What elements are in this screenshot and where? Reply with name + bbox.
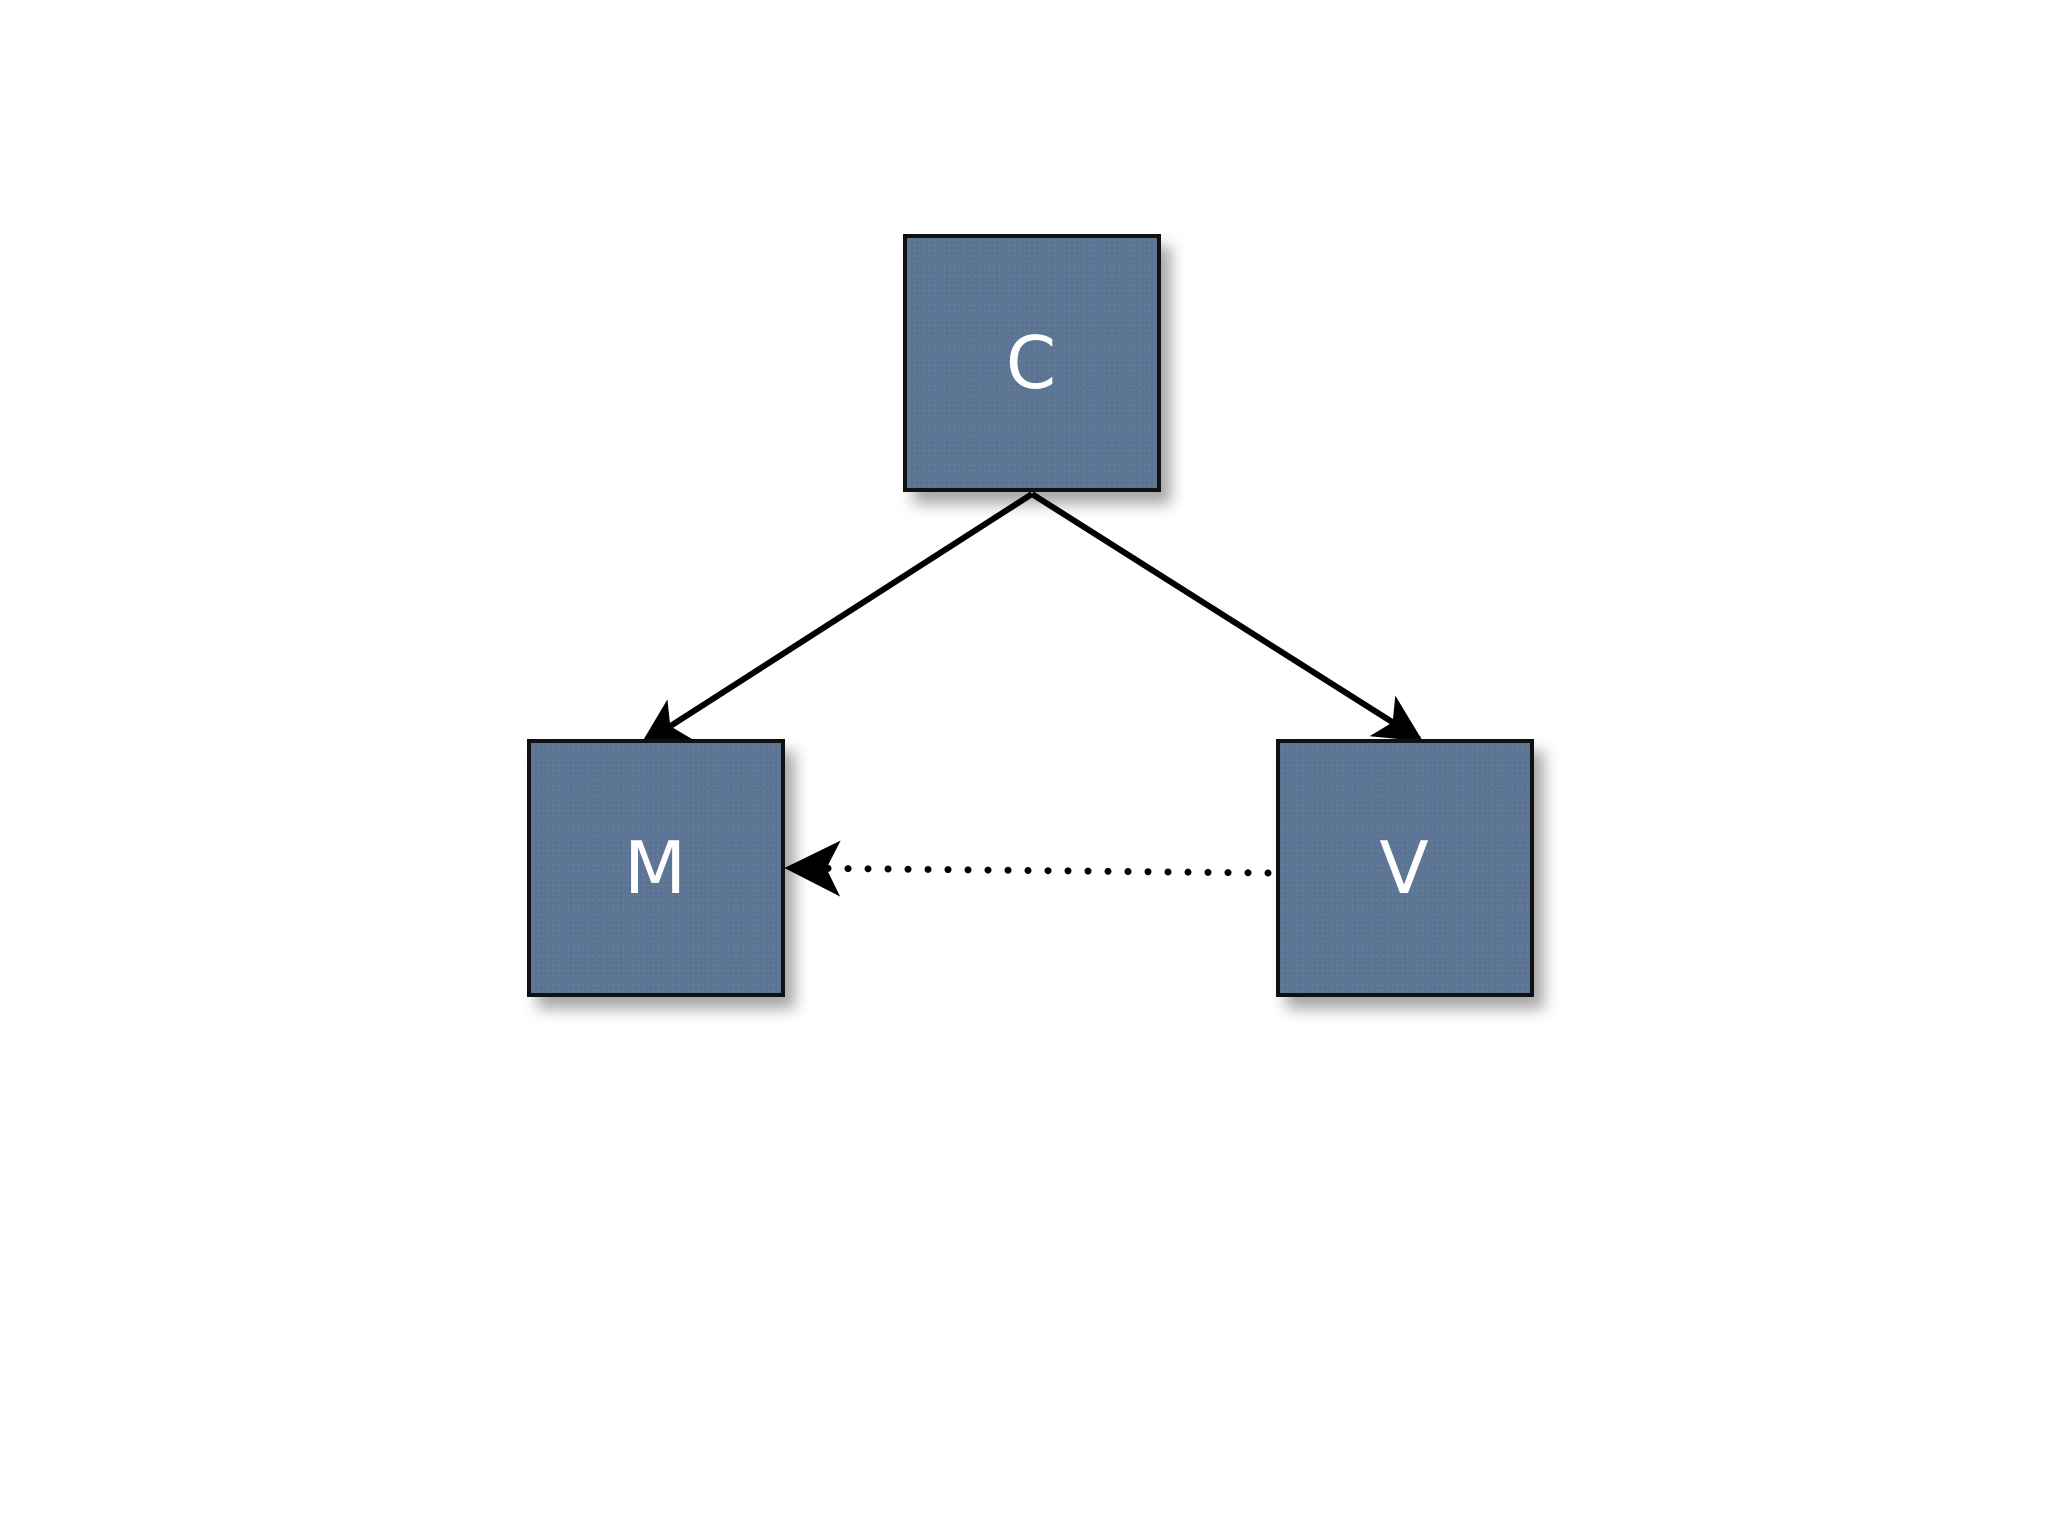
node-m-label: M [623,826,689,910]
edge-c-to-v-arrow [1030,491,1424,742]
node-v-box: V [1276,739,1534,997]
node-c-label: C [1005,321,1059,405]
node-v-label: V [1379,826,1431,910]
edge-c-to-m-arrow [639,491,1034,746]
node-c-box: C [903,234,1161,492]
edge-v-to-m-dotted-arrow [784,840,1272,897]
node-m-box: M [527,739,785,997]
